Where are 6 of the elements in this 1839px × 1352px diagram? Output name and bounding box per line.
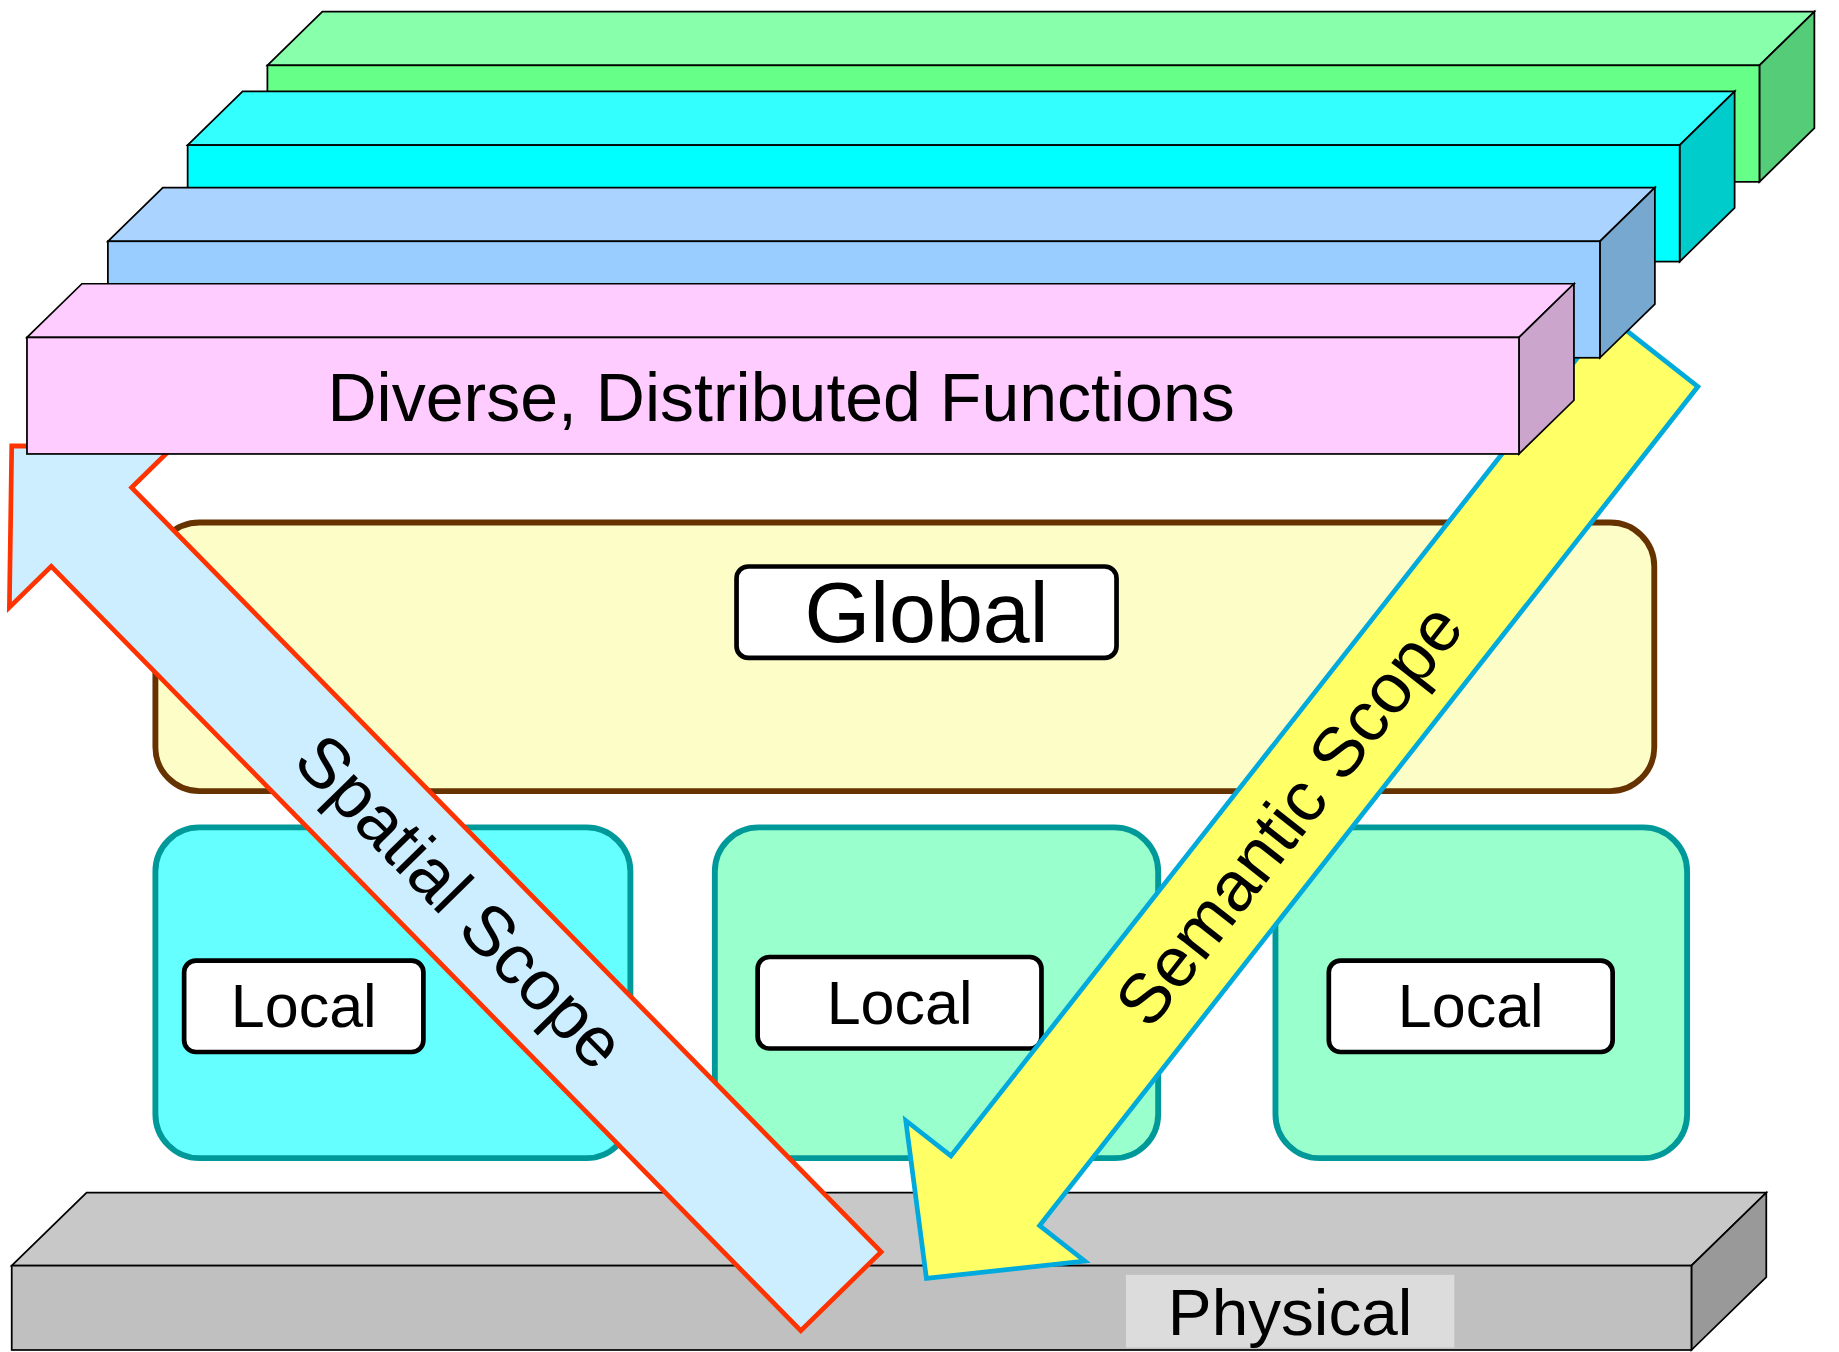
level-label: Global (734, 564, 1119, 661)
block-arrow (6, 443, 885, 1334)
level-label: Local (181, 958, 426, 1055)
level-label: Local (1326, 958, 1615, 1055)
level-label: Local (755, 954, 1044, 1051)
layer-label: Physical (1125, 1274, 1455, 1348)
